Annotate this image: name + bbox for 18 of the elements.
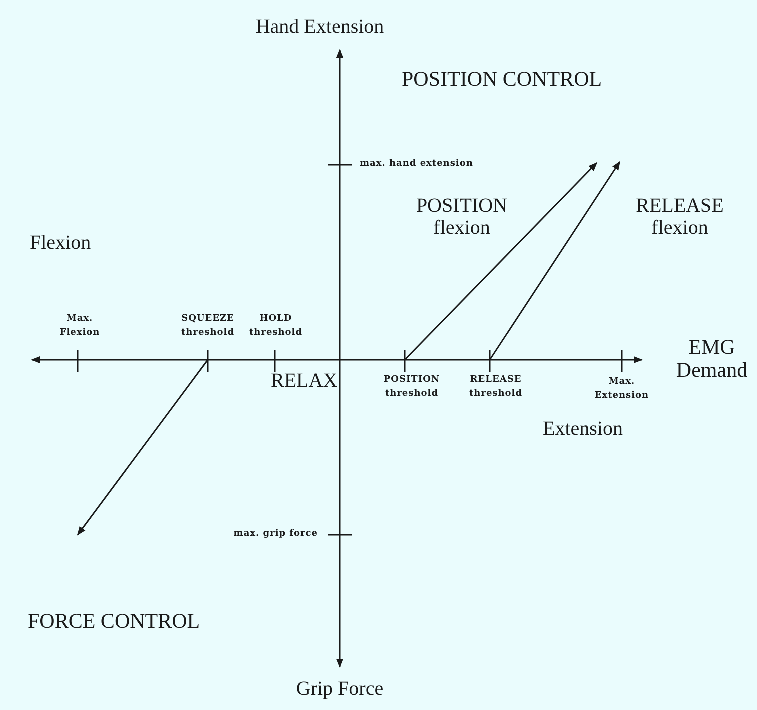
region-label: FORCE CONTROL — [28, 610, 200, 634]
tick-label: RELAX — [271, 370, 338, 392]
tick-label: HOLD threshold — [250, 313, 302, 340]
tick-label: POSITION threshold — [384, 374, 440, 400]
axis-title: Hand Extension — [256, 16, 384, 38]
tick-label: RELEASE threshold — [470, 374, 522, 400]
tick-label: max. grip force — [234, 528, 318, 541]
region-label: Flexion — [30, 232, 92, 254]
region-label: Extension — [543, 418, 623, 440]
curve-label: POSITION flexion — [416, 195, 508, 239]
curve-label: RELEASE flexion — [636, 195, 724, 239]
tick-label: max. hand extension — [360, 158, 474, 171]
axis-title: EMG Demand — [676, 336, 748, 382]
axis-title: Grip Force — [296, 678, 384, 700]
tick-label: Max. Flexion — [60, 313, 100, 340]
region-label: POSITION CONTROL — [402, 68, 602, 92]
tick-label: SQUEEZE threshold — [182, 313, 234, 340]
tick-label: Max. Extension — [594, 376, 650, 402]
